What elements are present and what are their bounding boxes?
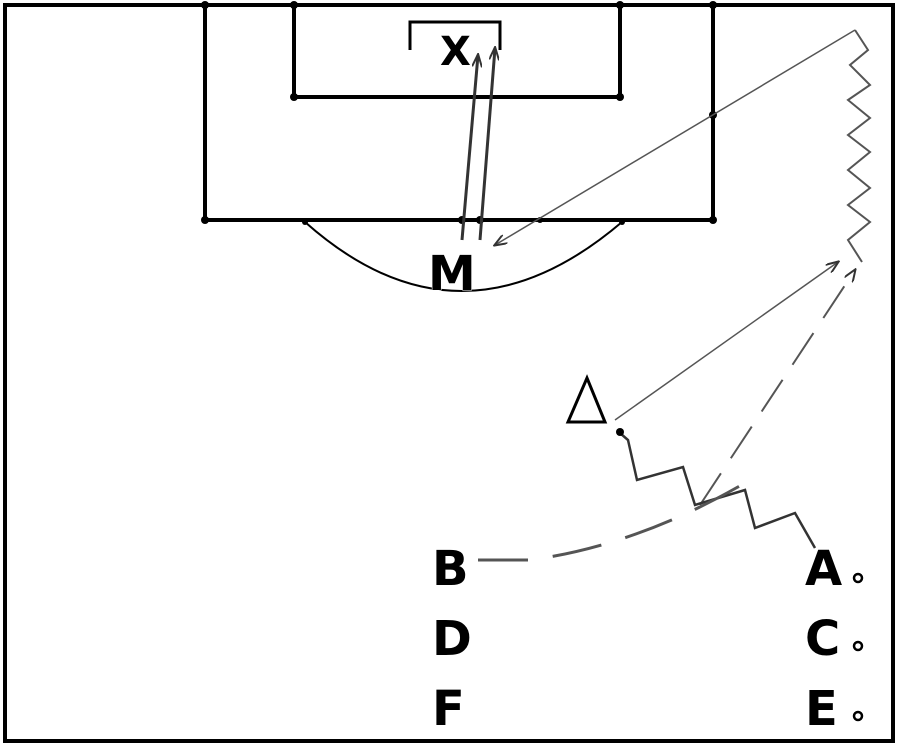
dribble-path-a xyxy=(619,432,817,549)
label-a: A xyxy=(805,541,842,597)
label-x: X xyxy=(440,29,471,75)
label-m: M xyxy=(428,246,476,302)
pass-cone-to-right xyxy=(614,262,838,421)
ball-icon xyxy=(852,572,864,584)
label-d: D xyxy=(432,611,472,667)
ball-markers xyxy=(852,572,864,722)
label-e: E xyxy=(805,681,838,737)
shot-path-1 xyxy=(460,55,478,241)
pitch-outline xyxy=(3,3,895,743)
pass-to-m xyxy=(495,29,856,245)
ball-icon xyxy=(852,640,864,652)
label-f: F xyxy=(432,681,465,737)
goal-area xyxy=(292,5,622,99)
label-b: B xyxy=(432,541,469,597)
penalty-arc xyxy=(304,221,623,292)
ball-icon xyxy=(616,428,624,436)
triangle-cone-icon xyxy=(565,374,608,424)
shot-path-2 xyxy=(478,48,495,241)
dribble-path-right xyxy=(846,29,872,263)
run-a-to-right xyxy=(699,270,855,506)
ball-icon xyxy=(852,710,864,722)
run-b xyxy=(478,478,751,562)
label-c: C xyxy=(805,611,840,667)
goal-frame xyxy=(408,20,502,50)
